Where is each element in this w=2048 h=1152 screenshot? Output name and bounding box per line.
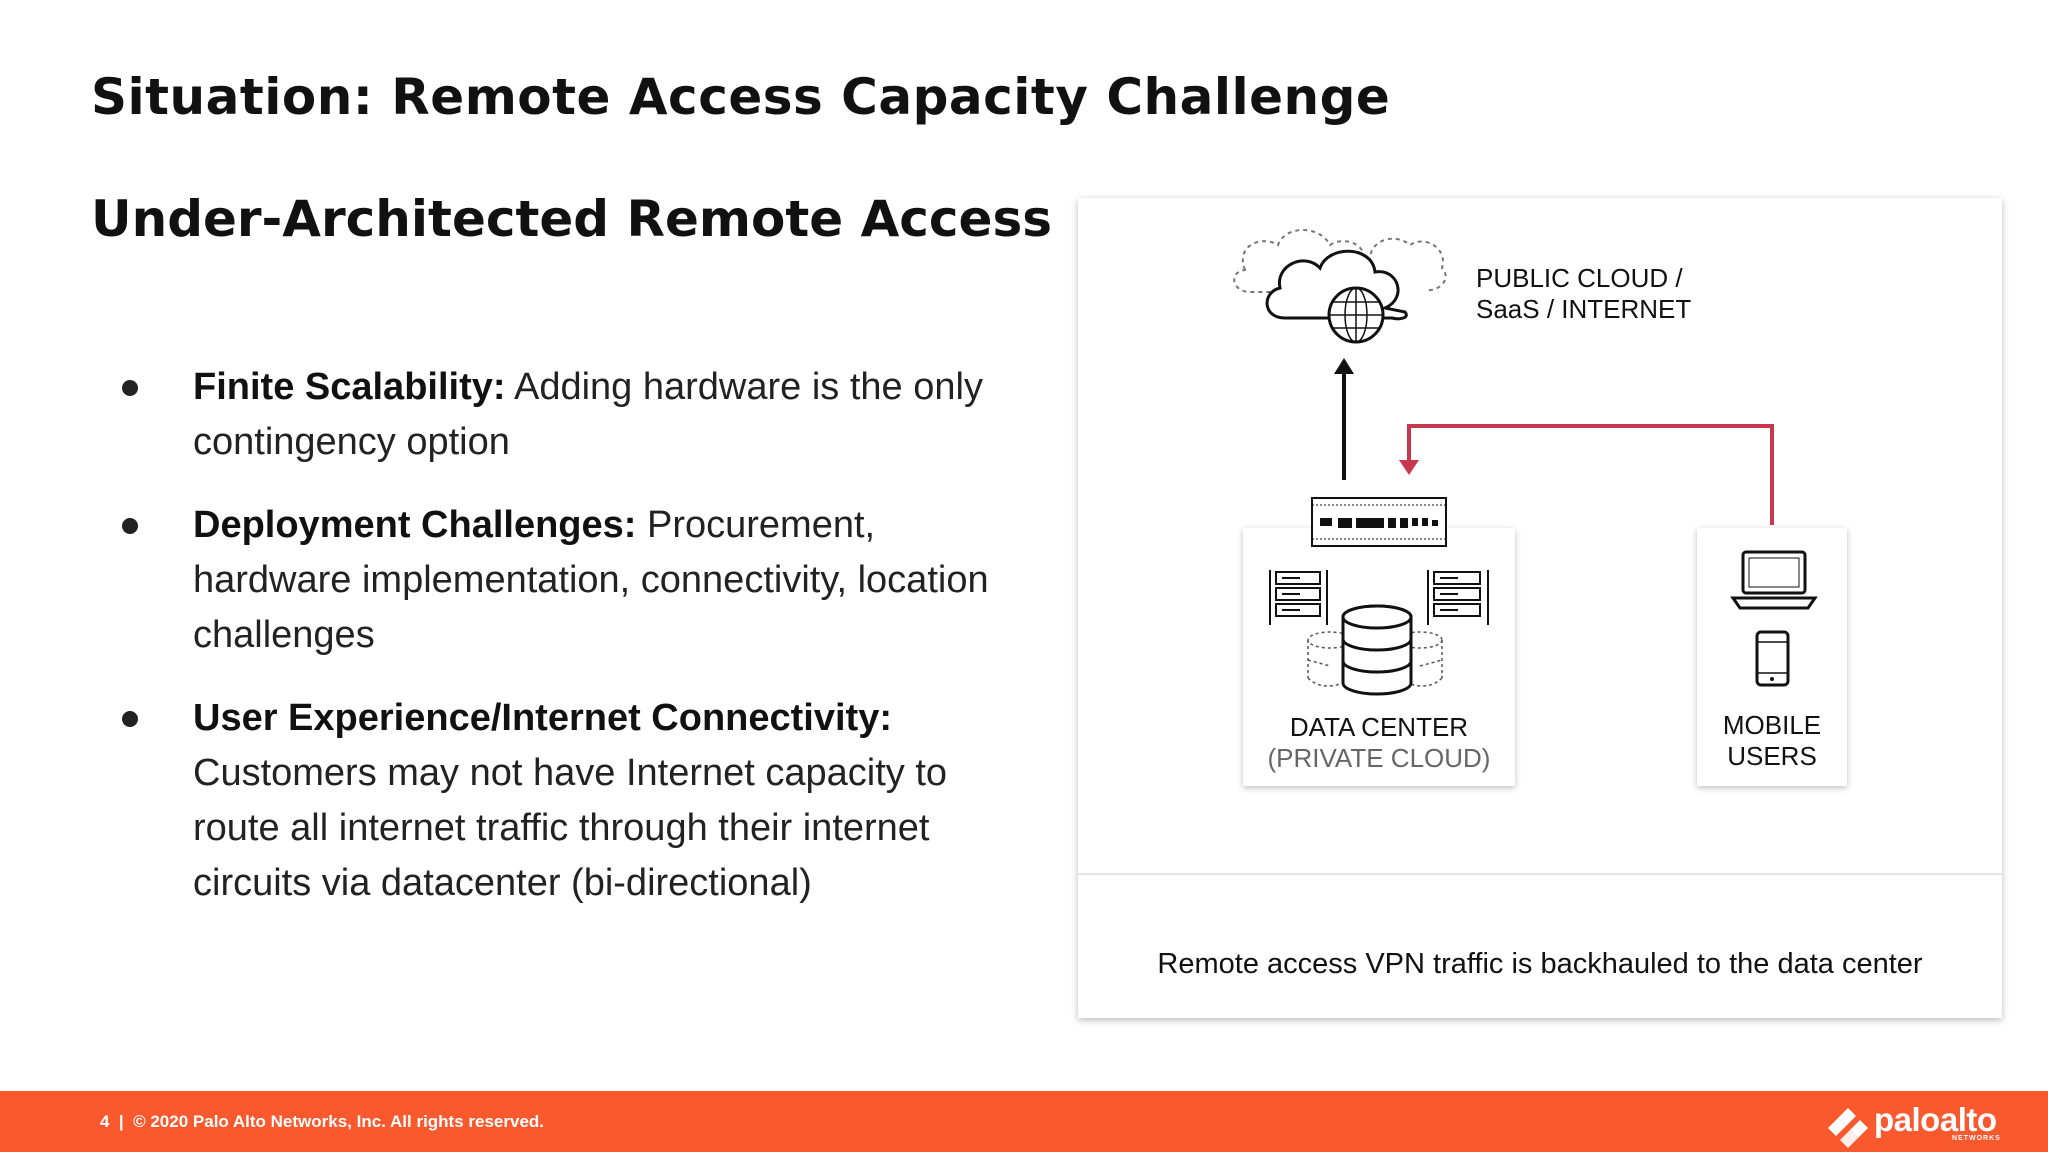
mobile-users-label-line1: MOBILE (1722, 710, 1822, 740)
mobile-phone-icon (1755, 630, 1790, 687)
server-rack-right-icon (1427, 570, 1489, 625)
bullet-heading: User Experience/Internet Connectivity: (193, 697, 892, 739)
logo-subtext: NETWORKS (1952, 1135, 2001, 1142)
backhaul-arrow (1399, 424, 1774, 525)
bullet-heading: Finite Scalability: (193, 366, 506, 408)
internet-arrow (1334, 358, 1354, 480)
bullet-finite-scalability: Finite Scalability: Adding hardware is t… (118, 360, 1018, 470)
datacenter-label-line2: (PRIVATE CLOUD) (1267, 743, 1491, 773)
bullet-heading: Deployment Challenges: (193, 504, 637, 546)
bullet-deployment-challenges: Deployment Challenges: Procurement, hard… (118, 498, 1018, 663)
bullet-dot-icon (122, 380, 138, 396)
bullet-text: Customers may not have Internet capacity… (193, 752, 948, 904)
logo-wordmark: paloalto (1874, 1101, 1997, 1138)
laptop-icon (1730, 550, 1818, 610)
bullet-text: Adding hardware is the only contingency … (193, 366, 983, 463)
bullet-dot-icon (122, 711, 138, 727)
bullet-dot-icon (122, 518, 138, 534)
footer-copyright: 4 | © 2020 Palo Alto Networks, Inc. All … (100, 1112, 545, 1131)
mobile-users-label-line2: USERS (1727, 741, 1817, 771)
cloud-label-line1: PUBLIC CLOUD / (1476, 263, 1683, 293)
bullet-text: Procurement, hardware implementation, co… (193, 504, 989, 656)
card-divider (1078, 873, 2002, 875)
slide-title: Situation: Remote Access Capacity Challe… (91, 68, 1391, 126)
cloud-label: PUBLIC CLOUD / SaaS / INTERNET (1476, 263, 1691, 325)
cloud-label-line2: SaaS / INTERNET (1476, 294, 1692, 324)
mobile-users-label: MOBILE USERS (1697, 710, 1847, 772)
firewall-icon (1311, 497, 1447, 547)
database-icon (1307, 604, 1443, 696)
diagram-card (1078, 198, 2002, 1018)
datacenter-label: DATA CENTER (PRIVATE CLOUD) (1243, 712, 1515, 774)
diagram-caption: Remote access VPN traffic is backhauled … (1157, 948, 1923, 980)
bullet-list: Finite Scalability: Adding hardware is t… (118, 360, 1018, 939)
datacenter-label-line1: DATA CENTER (1289, 712, 1469, 742)
section-subtitle: Under-Architected Remote Access (91, 190, 1052, 248)
bullet-user-experience: User Experience/Internet Connectivity: C… (118, 691, 1018, 911)
globe-icon (1327, 286, 1385, 344)
server-rack-left-icon (1269, 570, 1328, 625)
footer-bar (0, 1091, 2048, 1152)
